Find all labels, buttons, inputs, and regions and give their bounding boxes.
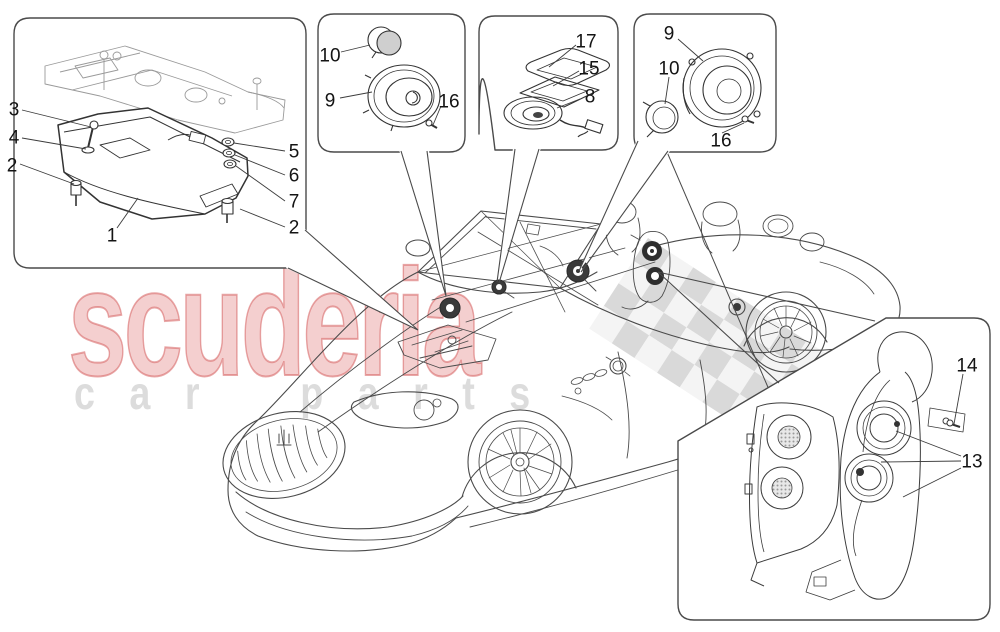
grille bbox=[222, 411, 346, 499]
dash-amplifier-tray bbox=[397, 324, 497, 369]
door-panel-part bbox=[744, 402, 840, 587]
part-label-5[interactable]: 5 bbox=[288, 141, 300, 163]
trident-badge bbox=[276, 429, 292, 446]
rear-quarter-speaker bbox=[566, 259, 597, 292]
rear-shelf-panel bbox=[44, 45, 286, 134]
subwoofer-enclosure bbox=[57, 107, 249, 220]
tweeter-cap-part bbox=[367, 26, 402, 59]
fender-vents bbox=[561, 369, 613, 421]
callout-box-subwoofer bbox=[13, 17, 419, 331]
tweeter-part bbox=[642, 100, 679, 138]
part-label-6[interactable]: 6 bbox=[288, 165, 300, 187]
part-label-9[interactable]: 9 bbox=[324, 90, 336, 112]
mid-speaker-part bbox=[503, 96, 604, 138]
callout-box-mid-speaker bbox=[478, 15, 619, 284]
part-label-2[interactable]: 2 bbox=[6, 155, 18, 177]
headlight bbox=[350, 391, 459, 429]
part-label-16[interactable]: 16 bbox=[710, 130, 732, 152]
part-label-1[interactable]: 1 bbox=[106, 225, 118, 247]
front-wheel bbox=[461, 409, 577, 515]
part-label-16[interactable]: 16 bbox=[438, 91, 460, 113]
part-label-7[interactable]: 7 bbox=[288, 191, 300, 213]
front-speaker-part bbox=[362, 64, 441, 132]
part-label-2[interactable]: 2 bbox=[288, 217, 300, 239]
seats bbox=[605, 200, 825, 256]
speaker-bracket-part bbox=[805, 331, 966, 601]
pointer-line-box4-to-door-box bbox=[666, 151, 771, 393]
part-label-3[interactable]: 3 bbox=[8, 99, 20, 121]
part-label-14[interactable]: 14 bbox=[956, 355, 978, 377]
part-label-10[interactable]: 10 bbox=[658, 58, 680, 80]
part-label-9[interactable]: 9 bbox=[663, 23, 675, 45]
car-illustration bbox=[222, 200, 901, 552]
side-speaker-bracket-on-car bbox=[621, 231, 671, 310]
screw-part-14 bbox=[946, 419, 961, 428]
callout-box-door-assembly bbox=[657, 271, 991, 621]
side-mirror bbox=[405, 239, 431, 257]
label-leader-lines bbox=[19, 38, 964, 498]
rear-speaker-part bbox=[682, 48, 762, 128]
callout-box-rear-speaker bbox=[578, 13, 777, 273]
part-label-8[interactable]: 8 bbox=[584, 86, 596, 108]
screw-part-16 bbox=[425, 119, 438, 129]
part-label-13[interactable]: 13 bbox=[961, 451, 983, 473]
gasket-part bbox=[519, 76, 600, 108]
center-dash-speaker bbox=[491, 279, 515, 299]
dash-tweeter bbox=[439, 297, 461, 319]
door-speaker bbox=[605, 356, 631, 377]
screw-part-16b bbox=[741, 115, 755, 124]
part-label-17[interactable]: 17 bbox=[575, 31, 597, 53]
part-label-4[interactable]: 4 bbox=[8, 127, 20, 149]
callout-boxes bbox=[13, 13, 991, 621]
part-label-15[interactable]: 15 bbox=[578, 58, 600, 80]
part-label-10[interactable]: 10 bbox=[319, 45, 341, 67]
